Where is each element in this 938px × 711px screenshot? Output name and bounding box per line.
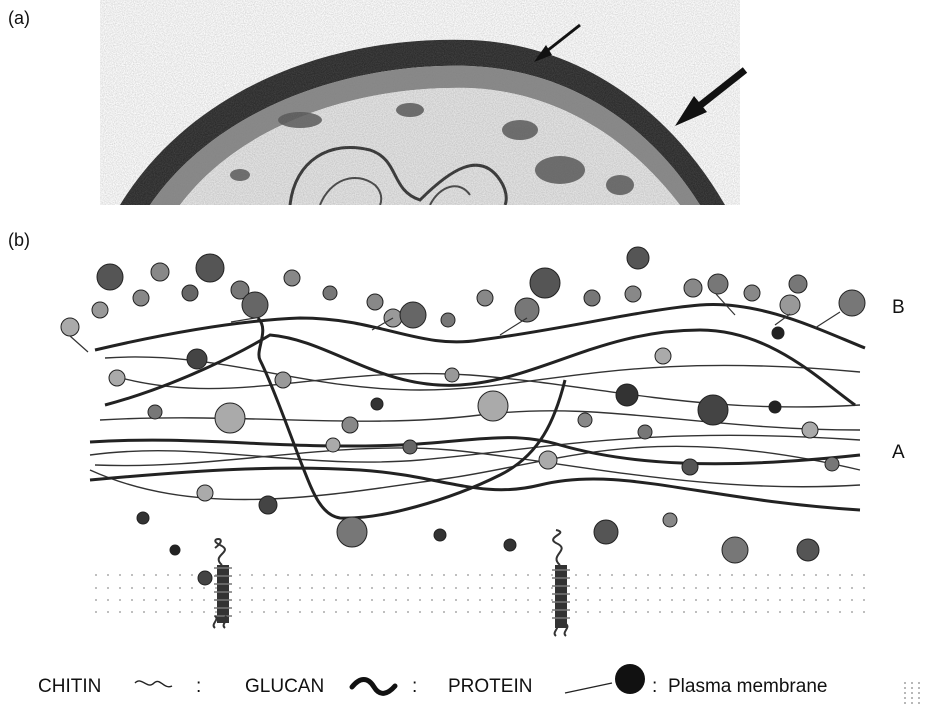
cell-wall-schematic [61, 247, 870, 636]
protein-particles [61, 247, 865, 585]
micrograph-panel [100, 0, 745, 205]
legend-separator: : [412, 676, 417, 698]
legend-separator: : [652, 676, 657, 698]
layer-a-label: A [892, 442, 905, 464]
legend-separator: : [196, 676, 201, 698]
layer-b-label: B [892, 297, 905, 319]
legend-membrane-label: Plasma membrane [668, 676, 827, 698]
transmembrane-protein [214, 539, 232, 628]
chitin-fibers [90, 357, 860, 500]
transmembrane-protein [552, 530, 570, 636]
outer-layer-proteins [61, 247, 865, 339]
legend-glucan-label: GLUCAN [245, 676, 324, 698]
legend-chitin-label: CHITIN [38, 676, 101, 698]
legend: CHITIN : GLUCAN : PROTEIN : Plasma membr… [0, 676, 938, 708]
legend-protein-label: PROTEIN [448, 676, 532, 698]
